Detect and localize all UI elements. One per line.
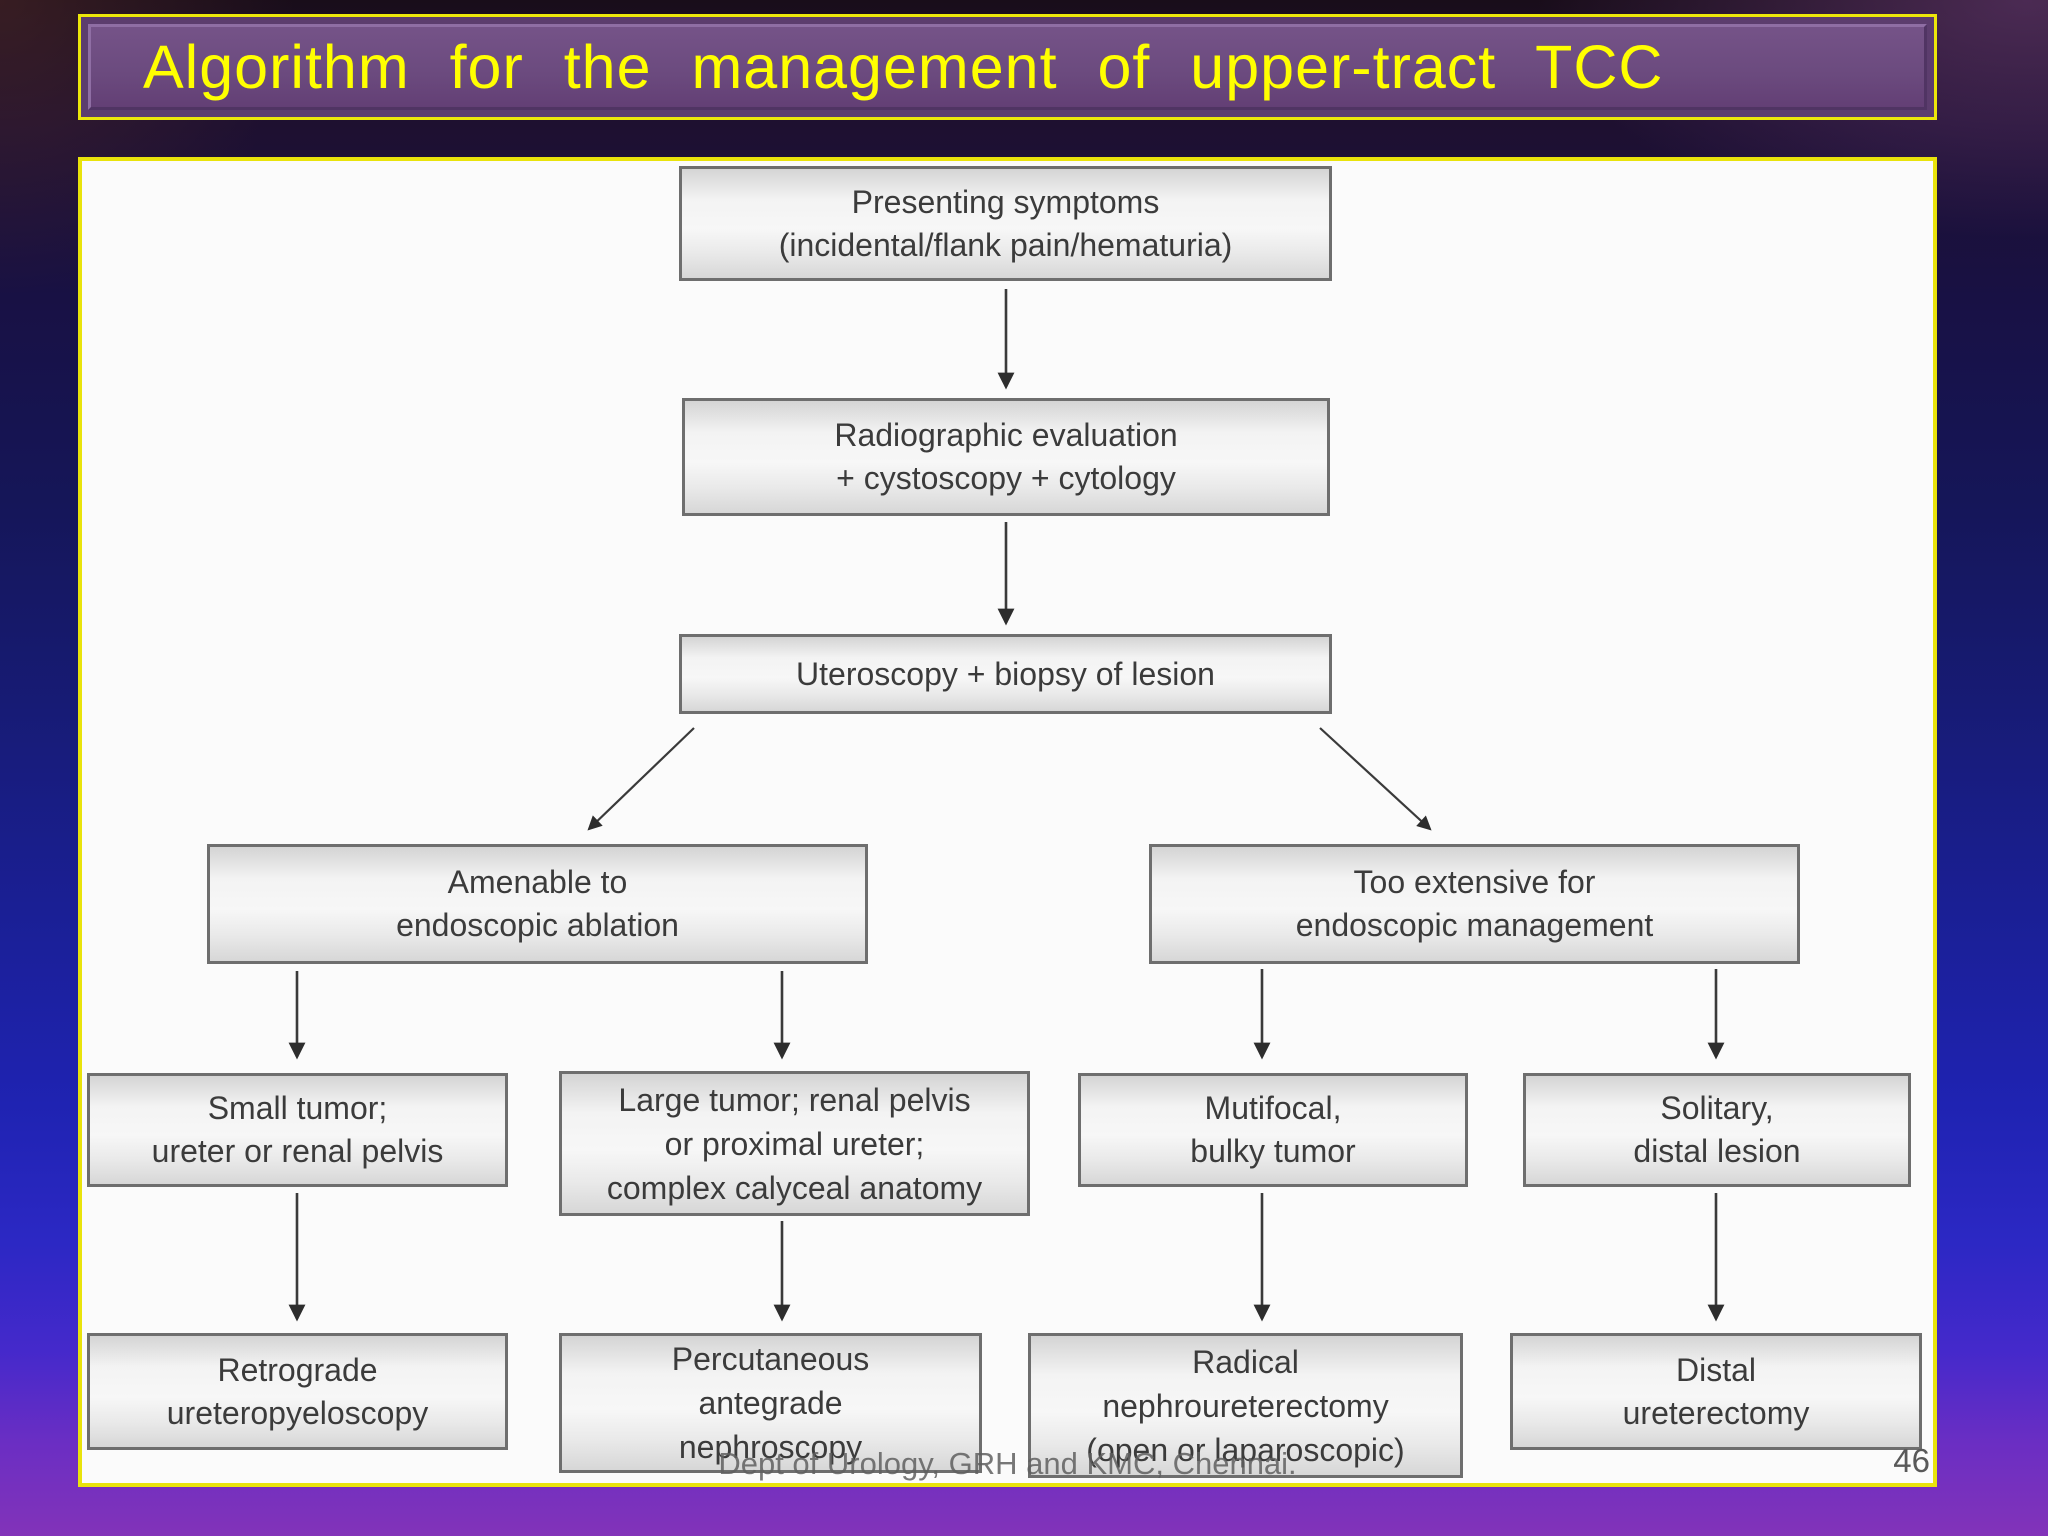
- slide-title: Algorithm for the management of upper-tr…: [143, 33, 1664, 101]
- node-line: complex calyceal anatomy: [606, 1169, 983, 1206]
- node-line: Mutifocal,: [1204, 1090, 1342, 1126]
- node-line: antegrade: [698, 1385, 843, 1421]
- node-line: (open or laparoscopic): [1086, 1431, 1405, 1468]
- node-line: nephroureterectomy: [1102, 1387, 1389, 1424]
- flow-arrows: [288, 289, 1725, 1322]
- flow-node-radical-nephroureterectomy: Radical nephroureterectomy (open or lapa…: [1028, 1333, 1463, 1478]
- flow-node-percutaneous-nephroscopy: Percutaneous antegrade nephroscopy: [559, 1333, 982, 1473]
- node-line: ureterectomy: [1622, 1394, 1810, 1431]
- node-line: Radiographic evaluation: [834, 417, 1178, 453]
- flow-node-uteroscopy-biopsy: Uteroscopy + biopsy of lesion: [679, 634, 1332, 714]
- node-line: Too extensive for: [1353, 864, 1596, 900]
- node-line: endoscopic management: [1295, 907, 1654, 943]
- node-line: Percutaneous: [671, 1341, 870, 1377]
- flow-node-distal-ureterectomy: Distal ureterectomy: [1510, 1333, 1922, 1450]
- node-line: Radical: [1192, 1343, 1299, 1380]
- node-line: Amenable to: [447, 864, 628, 900]
- title-bar: Algorithm for the management of upper-tr…: [78, 14, 1937, 120]
- page-number: 46: [1893, 1442, 1930, 1479]
- node-line: Retrograde: [217, 1351, 378, 1388]
- node-line: Uteroscopy + biopsy of lesion: [796, 655, 1215, 692]
- flow-node-multifocal-bulky-tumor: Mutifocal, bulky tumor: [1078, 1073, 1468, 1187]
- title-bevel-plate: Algorithm for the management of upper-tr…: [88, 24, 1927, 110]
- node-line: Solitary,: [1660, 1090, 1774, 1126]
- node-line: bulky tumor: [1190, 1133, 1356, 1169]
- slide-footer: Dept of Urology, GRH and KMC, Chennai.: [718, 1446, 1297, 1481]
- flow-node-small-tumor: Small tumor; ureter or renal pelvis: [87, 1073, 508, 1187]
- node-line: Distal: [1675, 1351, 1756, 1388]
- flow-node-solitary-distal-lesion: Solitary, distal lesion: [1523, 1073, 1911, 1187]
- flow-node-retrograde-ureteropyeloscopy: Retrograde ureteropyeloscopy: [87, 1333, 508, 1450]
- flowchart: Presenting symptoms (incidental/flank pa…: [82, 161, 1933, 1483]
- node-line: Presenting symptoms: [851, 183, 1160, 220]
- node-line: distal lesion: [1633, 1133, 1801, 1169]
- node-line: ureter or renal pelvis: [151, 1133, 444, 1169]
- node-line: Small tumor;: [207, 1090, 388, 1126]
- node-line: + cystoscopy + cytology: [836, 460, 1176, 496]
- flow-node-presenting-symptoms: Presenting symptoms (incidental/flank pa…: [679, 166, 1332, 281]
- node-line: endoscopic ablation: [396, 907, 679, 943]
- node-line: nephroscopy: [678, 1429, 863, 1465]
- flow-node-too-extensive: Too extensive for endoscopic management: [1149, 844, 1800, 964]
- flow-node-large-tumor: Large tumor; renal pelvis or proximal ur…: [559, 1071, 1030, 1216]
- flow-node-amenable-ablation: Amenable to endoscopic ablation: [207, 844, 868, 964]
- node-line: ureteropyeloscopy: [166, 1394, 429, 1431]
- flow-node-radiographic-evaluation: Radiographic evaluation + cystoscopy + c…: [682, 398, 1330, 516]
- arrow-uteroscopy-to-too-extensive: [1319, 727, 1432, 831]
- flowchart-panel: Presenting symptoms (incidental/flank pa…: [78, 157, 1937, 1487]
- arrow-uteroscopy-to-amenable: [587, 727, 695, 831]
- node-line: (incidental/flank pain/hematuria): [778, 226, 1233, 263]
- node-line: Large tumor; renal pelvis: [618, 1081, 971, 1118]
- node-line: or proximal ureter;: [664, 1125, 925, 1162]
